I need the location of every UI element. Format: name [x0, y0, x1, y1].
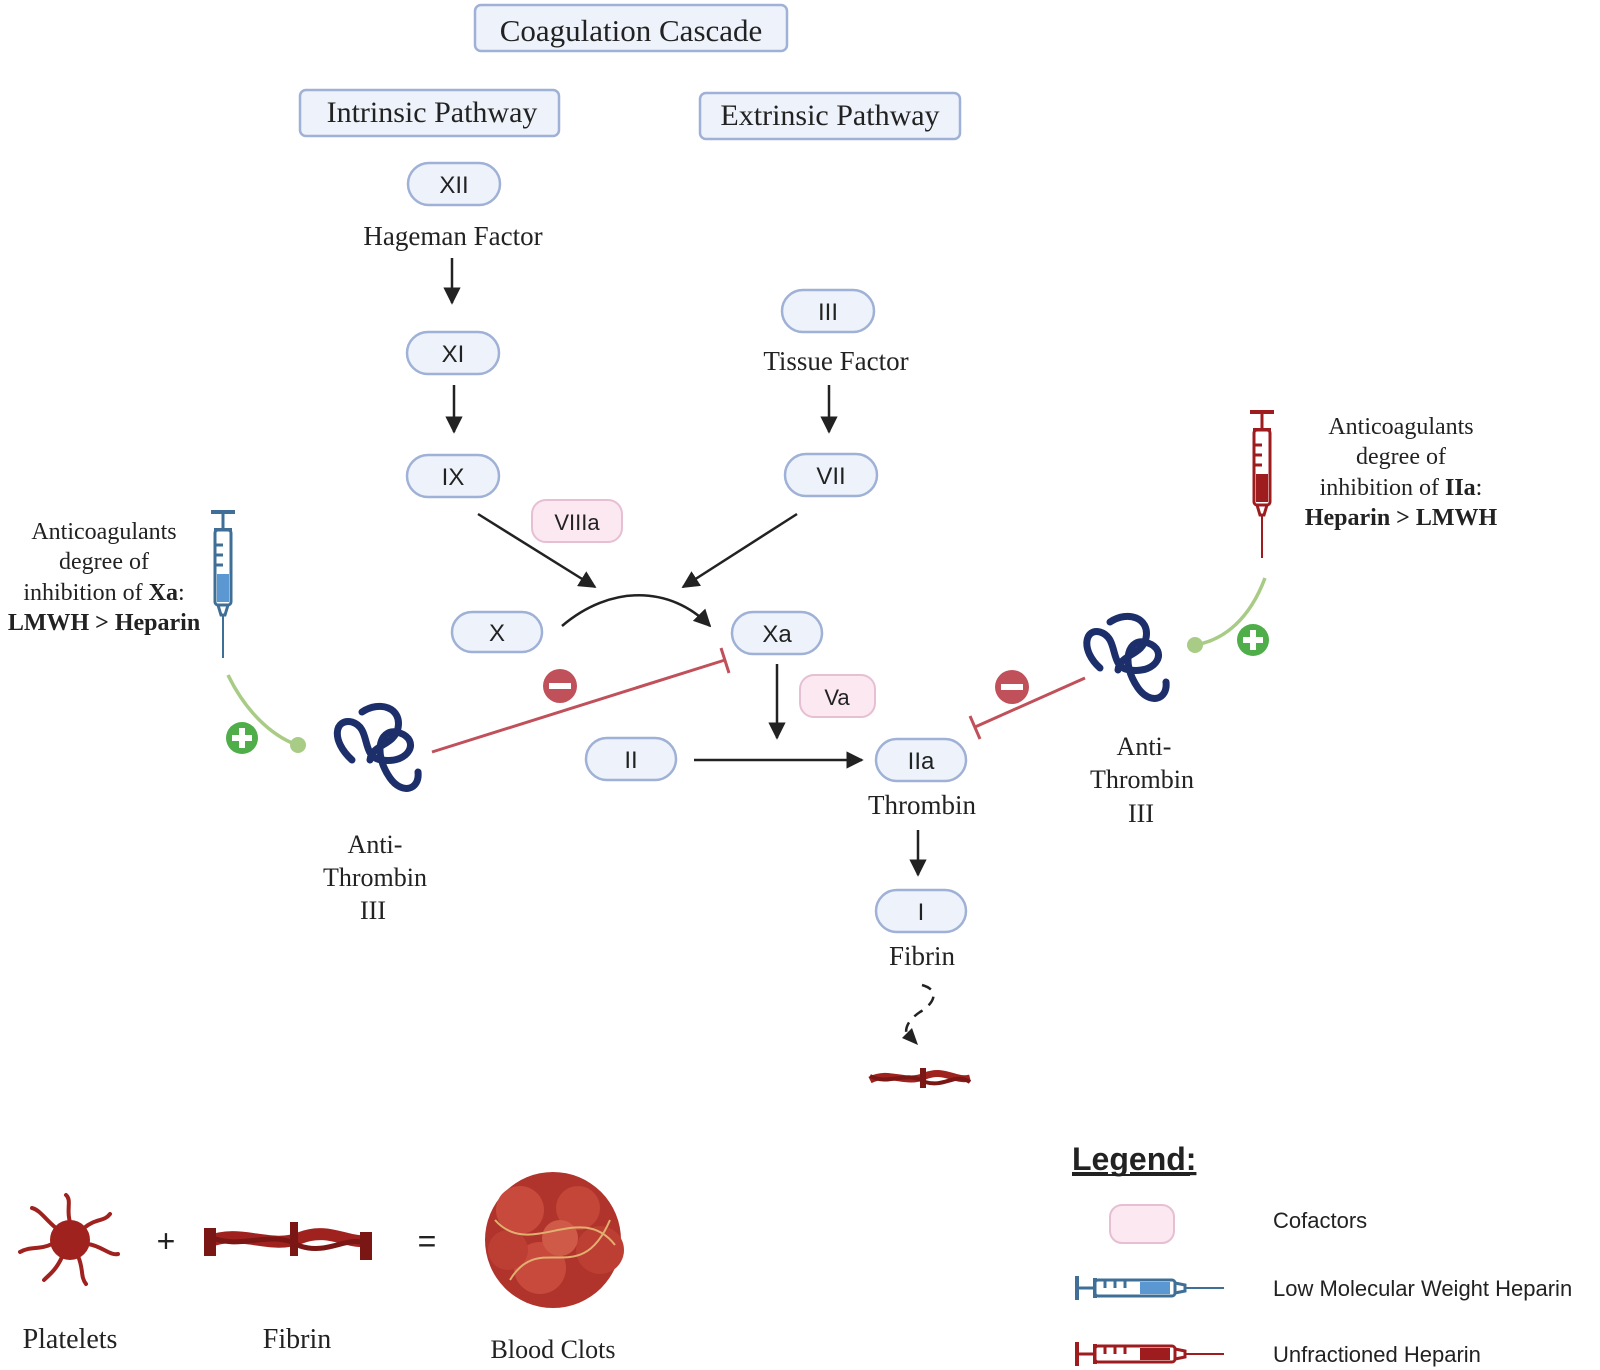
factor-ii: II [584, 736, 678, 782]
left-note-line3: inhibition of Xa: [23, 580, 184, 606]
hageman-factor-label: Hageman Factor [363, 221, 542, 251]
fibrin-strand-icon [868, 1068, 972, 1088]
factor-iii: III [780, 288, 876, 334]
legend-item-lmwh: Low Molecular Weight Heparin [1273, 1276, 1572, 1301]
factor-xii: XII [406, 161, 502, 207]
arrow-vii-to-x-activation [681, 512, 798, 589]
antithrombin-left-line1: Anti- [348, 830, 403, 859]
title-box: Coagulation Cascade [473, 3, 789, 53]
legend-lmwh-syringe-icon [1075, 1276, 1224, 1300]
legend-heparin-syringe-icon [1075, 1342, 1224, 1366]
factor-i: I [874, 888, 968, 934]
antithrombin-right-icon [1083, 612, 1170, 702]
left-note-line2: degree of [59, 549, 149, 575]
antithrombin-right-line2: Thrombin [1090, 765, 1194, 794]
legend-cofactor-swatch [1109, 1204, 1175, 1244]
lmwh-syringe-icon [211, 510, 235, 658]
arrow-x-to-xa [561, 594, 712, 628]
factor-ix-label: IX [442, 464, 465, 491]
factor-xi: XI [405, 330, 501, 376]
equation-plus: + [157, 1223, 176, 1259]
legend-item-cofactors: Cofactors [1273, 1208, 1367, 1233]
activate-right [1187, 577, 1269, 656]
antithrombin-right-line3: III [1128, 799, 1154, 828]
tissue-factor-label: Tissue Factor [763, 346, 908, 376]
minus-icon [1001, 684, 1023, 690]
arrow-fibrin-to-strand [904, 983, 935, 1041]
fibrin-equation-icon [204, 1222, 372, 1260]
right-note-line2: degree of [1356, 444, 1446, 470]
fibrin-arrowhead [902, 1028, 918, 1045]
factor-iia-label: IIa [908, 748, 935, 775]
extrinsic-pathway-box: Extrinsic Pathway [698, 91, 962, 141]
right-note-line1: Anticoagulants [1328, 414, 1473, 440]
left-note: Anticoagulants degree of inhibition of X… [8, 519, 200, 636]
legend-title: Legend: [1072, 1141, 1196, 1177]
cofactor-va-label: Va [824, 685, 850, 710]
factor-x-label: X [489, 620, 505, 647]
factor-i-label: I [918, 899, 925, 926]
factor-iii-label: III [818, 299, 838, 326]
legend-item-heparin: Unfractioned Heparin [1273, 1342, 1481, 1367]
activate-left [226, 674, 306, 754]
inhibit-xa [431, 647, 731, 754]
antithrombin-left-icon [333, 702, 422, 792]
factor-xi-label: XI [442, 341, 465, 368]
left-note-line1: Anticoagulants [31, 519, 176, 545]
factor-vii: VII [783, 452, 879, 498]
platelets-label: Platelets [23, 1324, 118, 1355]
factor-ix: IX [405, 453, 501, 499]
intrinsic-pathway-box: Intrinsic Pathway [298, 88, 561, 138]
platelet-icon [18, 1193, 120, 1286]
intrinsic-pathway-label: Intrinsic Pathway [327, 96, 538, 129]
factor-vii-label: VII [816, 463, 845, 490]
factor-xa-label: Xa [762, 621, 792, 648]
antithrombin-left-line3: III [360, 896, 386, 925]
cofactor-viiia-label: VIIIa [554, 510, 600, 535]
equation-equals: = [418, 1223, 437, 1259]
factor-xii-label: XII [439, 172, 468, 199]
fibrin-label: Fibrin [889, 941, 956, 971]
cofactor-va: Va [799, 674, 876, 718]
factor-ii-label: II [624, 747, 637, 774]
thrombin-label: Thrombin [868, 790, 976, 820]
fibrin-equation-label: Fibrin [263, 1324, 331, 1355]
inhibit-iia [968, 670, 1086, 740]
legend: Legend: Cofactors Low Molecular Weight H… [1072, 1141, 1572, 1367]
left-note-line4: LMWH > Heparin [8, 610, 200, 636]
minus-icon [549, 683, 571, 689]
factor-xa: Xa [730, 610, 824, 656]
cofactor-viiia: VIIIa [531, 499, 623, 543]
blood-clot-icon [485, 1172, 624, 1308]
diagram-title: Coagulation Cascade [500, 13, 763, 48]
extrinsic-pathway-label: Extrinsic Pathway [720, 99, 939, 132]
heparin-syringe-icon [1250, 410, 1274, 558]
right-note-line3: inhibition of IIa: [1320, 475, 1483, 501]
blood-clots-label: Blood Clots [491, 1335, 616, 1364]
antithrombin-right-line1: Anti- [1117, 732, 1172, 761]
factor-iia: IIa [874, 737, 968, 783]
arrow-ix-to-x-activation [477, 512, 597, 589]
right-note: Anticoagulants degree of inhibition of I… [1305, 414, 1498, 531]
factor-x: X [450, 610, 544, 654]
right-note-line4: Heparin > LMWH [1305, 505, 1498, 531]
antithrombin-left-line2: Thrombin [323, 863, 427, 892]
